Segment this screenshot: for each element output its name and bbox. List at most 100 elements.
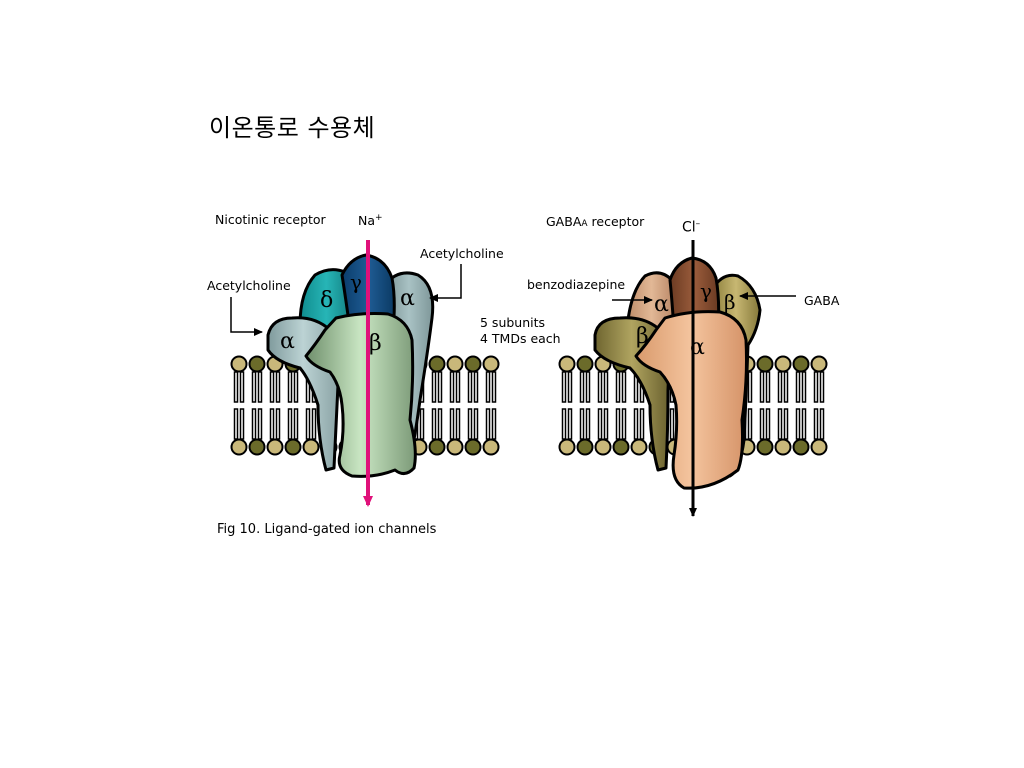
lipid-tail: [467, 408, 473, 440]
lipid-head: [756, 355, 774, 373]
lipid-tail: [239, 371, 245, 403]
lipid-tail: [813, 371, 819, 403]
gaba-label-alpha-front: α: [690, 335, 705, 360]
lipid-tail: [819, 371, 825, 403]
lipid-tail: [455, 408, 461, 440]
lipid-head: [446, 355, 464, 373]
lipid-head: [284, 438, 302, 456]
lipid-tail: [819, 408, 825, 440]
lipid-tail: [801, 371, 807, 403]
lipid-tail: [269, 371, 275, 403]
lipid-tail: [473, 408, 479, 440]
lipid-tail: [783, 408, 789, 440]
subunit-beta: [304, 312, 417, 478]
lipid-tail: [233, 371, 239, 403]
gaba-ion-charge: –: [695, 219, 701, 229]
lipid-head: [576, 438, 594, 456]
nicotinic-ion-symbol: Na: [358, 213, 376, 229]
gaba-ion-symbol: Cl: [682, 219, 696, 236]
lipid-tail: [597, 371, 603, 403]
lipid-tail: [783, 371, 789, 403]
lipid-tail: [621, 408, 627, 440]
lipid-head: [464, 355, 482, 373]
lipid-tail: [561, 371, 567, 403]
lipid-tail: [585, 371, 591, 403]
gaba-ion-label: Cl–: [682, 219, 700, 236]
lipid-tail: [419, 408, 425, 440]
lipid-tail: [567, 408, 573, 440]
lipid-tail: [467, 371, 473, 403]
gaba-receptor-name-sub: A: [581, 219, 588, 229]
gaba-label-gamma: γ: [700, 279, 712, 303]
lipid-tail: [795, 371, 801, 403]
lipid-tail: [491, 408, 497, 440]
lipid-tail: [597, 408, 603, 440]
gaba-receptor-name-main: GABA: [546, 214, 582, 229]
lipid-head: [482, 355, 500, 373]
lipid-tail: [621, 371, 627, 403]
lipid-tail: [801, 408, 807, 440]
lipid-tail: [491, 371, 497, 403]
lipid-head: [792, 355, 810, 373]
lipid-tail: [473, 371, 479, 403]
lipid-tail: [603, 371, 609, 403]
lipid-tail: [777, 408, 783, 440]
lipid-tail: [239, 408, 245, 440]
lipid-tail: [561, 408, 567, 440]
lipid-tail: [287, 408, 293, 440]
lipid-head: [756, 438, 774, 456]
lipid-tail: [293, 408, 299, 440]
lipid-tail: [287, 371, 293, 403]
label-gamma: γ: [350, 270, 362, 294]
lipid-head: [464, 438, 482, 456]
lipid-head: [248, 355, 266, 373]
lipid-tail: [669, 408, 675, 440]
lipid-tail: [269, 408, 275, 440]
gaba-subunit-alpha-front: [634, 310, 748, 490]
lipid-tail: [615, 408, 621, 440]
gaba-ligand-label: GABA: [804, 293, 840, 308]
lipid-tail: [765, 371, 771, 403]
lipid-head: [428, 438, 446, 456]
lipid-head: [810, 438, 828, 456]
gaba-receptor-name-rest: receptor: [587, 214, 645, 229]
lipid-tail: [485, 408, 491, 440]
lipid-head: [810, 355, 828, 373]
label-delta: δ: [320, 288, 333, 313]
acetylcholine-left-arrow: [230, 297, 263, 336]
lipid-tail: [275, 408, 281, 440]
lipid-head: [446, 438, 464, 456]
gaba-label-beta-left: β: [636, 324, 649, 349]
lipid-tail: [275, 371, 281, 403]
lipid-tail: [579, 408, 585, 440]
lipid-tail: [485, 371, 491, 403]
gaba-receptor-label: GABAA receptor: [546, 214, 644, 229]
nicotinic-ion-charge: +: [375, 213, 383, 223]
lipid-tail: [257, 371, 263, 403]
lipid-tail: [293, 371, 299, 403]
lipid-tail: [251, 371, 257, 403]
lipid-head: [558, 355, 576, 373]
nicotinic-receptor-label: Nicotinic receptor: [215, 212, 326, 227]
lipid-tail: [795, 408, 801, 440]
figure-caption: Fig 10. Ligand-gated ion channels: [217, 522, 437, 537]
lipid-tail: [455, 371, 461, 403]
lipid-head: [792, 438, 810, 456]
lipid-tail: [431, 371, 437, 403]
lipid-tail: [431, 408, 437, 440]
lipid-tail: [437, 371, 443, 403]
lipid-head: [248, 438, 266, 456]
gaba-label-alpha-left: α: [654, 292, 669, 317]
lipid-tail: [765, 408, 771, 440]
lipid-head: [302, 438, 320, 456]
lipid-tail: [777, 371, 783, 403]
subunits-note-line2: 4 TMDs each: [480, 331, 561, 346]
lipid-head: [482, 438, 500, 456]
lipid-tail: [233, 408, 239, 440]
label-beta: β: [369, 331, 382, 356]
lipid-tail: [747, 371, 753, 403]
lipid-tail: [251, 408, 257, 440]
nicotinic-ion-label: Na+: [358, 213, 383, 228]
lipid-tail: [759, 408, 765, 440]
lipid-tail: [437, 408, 443, 440]
